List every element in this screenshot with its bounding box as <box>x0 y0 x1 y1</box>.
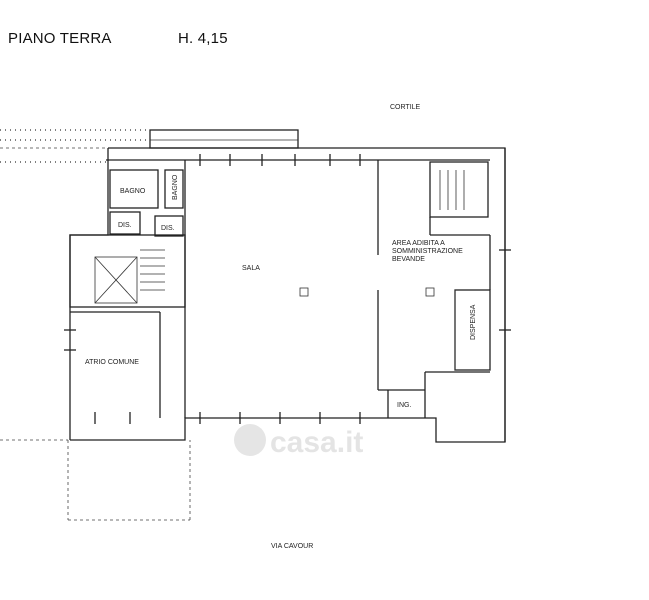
disimpegno-2-label: DIS. <box>161 225 175 232</box>
pantry-label: DISPENSA <box>470 304 477 340</box>
entrance-label: ING. <box>397 402 411 409</box>
upper-stair-block <box>149 129 299 149</box>
window-marks <box>64 154 511 424</box>
interior-walls <box>69 160 491 418</box>
room-labels: CORTILE VIA CAVOUR BAGNO BAGNO DIS. DIS.… <box>85 104 477 550</box>
courtyard-label: CORTILE <box>390 104 421 111</box>
street-label: VIA CAVOUR <box>271 543 313 550</box>
watermark-logo-icon <box>234 424 266 456</box>
height-label: H. 4,15 <box>178 30 228 47</box>
bathroom-2-label: BAGNO <box>172 174 179 200</box>
site-lines <box>0 129 191 521</box>
service-area-label-line2: SOMMINISTRAZIONE <box>392 248 463 255</box>
hall-label: SALA <box>242 265 260 272</box>
disimpegno-1-label: DIS. <box>118 222 132 229</box>
watermark-text: casa.it <box>270 426 363 459</box>
common-atrium-label: ATRIO COMUNE <box>85 359 139 366</box>
service-area-label-line1: AREA ADIBITA A <box>392 240 445 247</box>
service-area-label-line3: BEVANDE <box>392 256 425 263</box>
floor-title: PIANO TERRA <box>8 30 112 47</box>
watermark: casa.it <box>234 424 363 459</box>
bathroom-1-label: BAGNO <box>120 188 146 195</box>
